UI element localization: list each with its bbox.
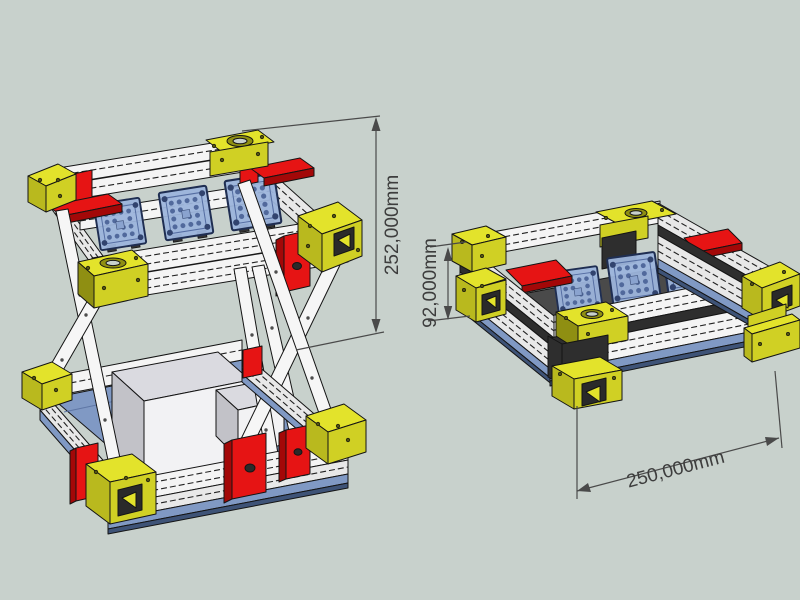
folded-width-label: 250,000mm — [624, 447, 726, 493]
dimension-unfolded-height: 252,000mm — [241, 115, 403, 351]
bottom-frame-front — [21, 345, 367, 535]
dimension-folded-height: 92,000mm — [420, 238, 471, 328]
corner-bracket — [451, 225, 507, 323]
unfolded-printer-model — [21, 129, 367, 535]
folded-printer-model — [451, 200, 800, 410]
electronics-plate — [157, 184, 215, 245]
unfolded-height-label: 252,000mm — [382, 175, 403, 275]
corner-brackets-top — [27, 129, 363, 309]
motor-mount-front — [547, 301, 629, 410]
folded-height-label: 92,000mm — [420, 238, 441, 328]
corner-bracket — [741, 261, 800, 363]
